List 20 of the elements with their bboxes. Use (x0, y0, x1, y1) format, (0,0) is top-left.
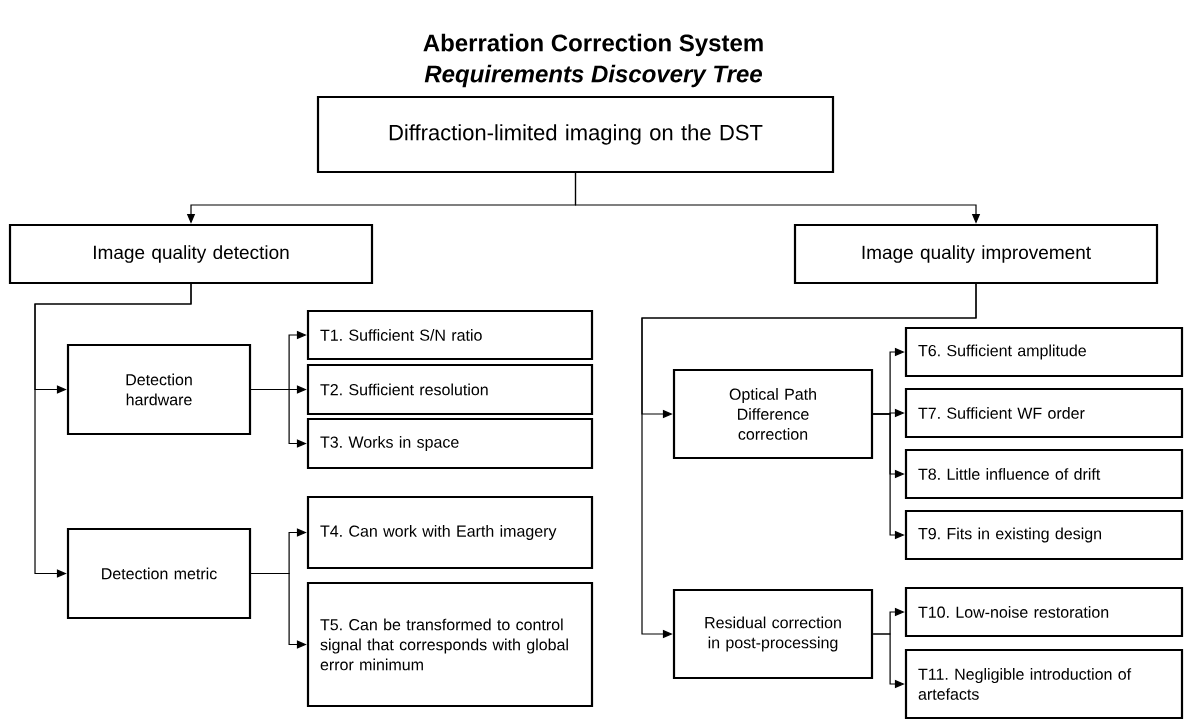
subsystem-box: Residual correction in post-processing (672, 588, 874, 680)
category-box: Image quality detection (8, 223, 374, 285)
requirement-box: T1. Sufficient S/N ratio (306, 309, 594, 361)
requirement-box: T10. Low-noise restoration (904, 586, 1184, 638)
subsystem-box: Optical Path Difference correction (672, 368, 874, 460)
requirement-box: T9. Fits in existing design (904, 509, 1184, 561)
root-box: Diffraction-limited imaging on the DST (316, 95, 835, 174)
category-box: Image quality improvement (793, 223, 1159, 285)
subsystem-box: Detection metric (66, 527, 252, 620)
arrow (34, 283, 192, 578)
requirement-box: T2. Sufficient resolution (306, 363, 594, 416)
requirement-box: T3. Works in space (306, 417, 594, 470)
requirement-box: T11. Negligible introduction of artefacts (904, 648, 1184, 720)
requirement-box: T7. Sufficient WF order (904, 387, 1184, 439)
requirement-box: T8. Little influence of drift (904, 448, 1184, 500)
requirement-box: T6. Sufficient amplitude (904, 326, 1184, 378)
requirement-box: T4. Can work with Earth imagery (306, 495, 594, 570)
title: Aberration Correction System (423, 33, 763, 57)
subsystem-box: Detection hardware (66, 343, 252, 436)
requirement-box: T5. Can be transformed to control signal that corresponds with global error minimum (306, 581, 594, 708)
